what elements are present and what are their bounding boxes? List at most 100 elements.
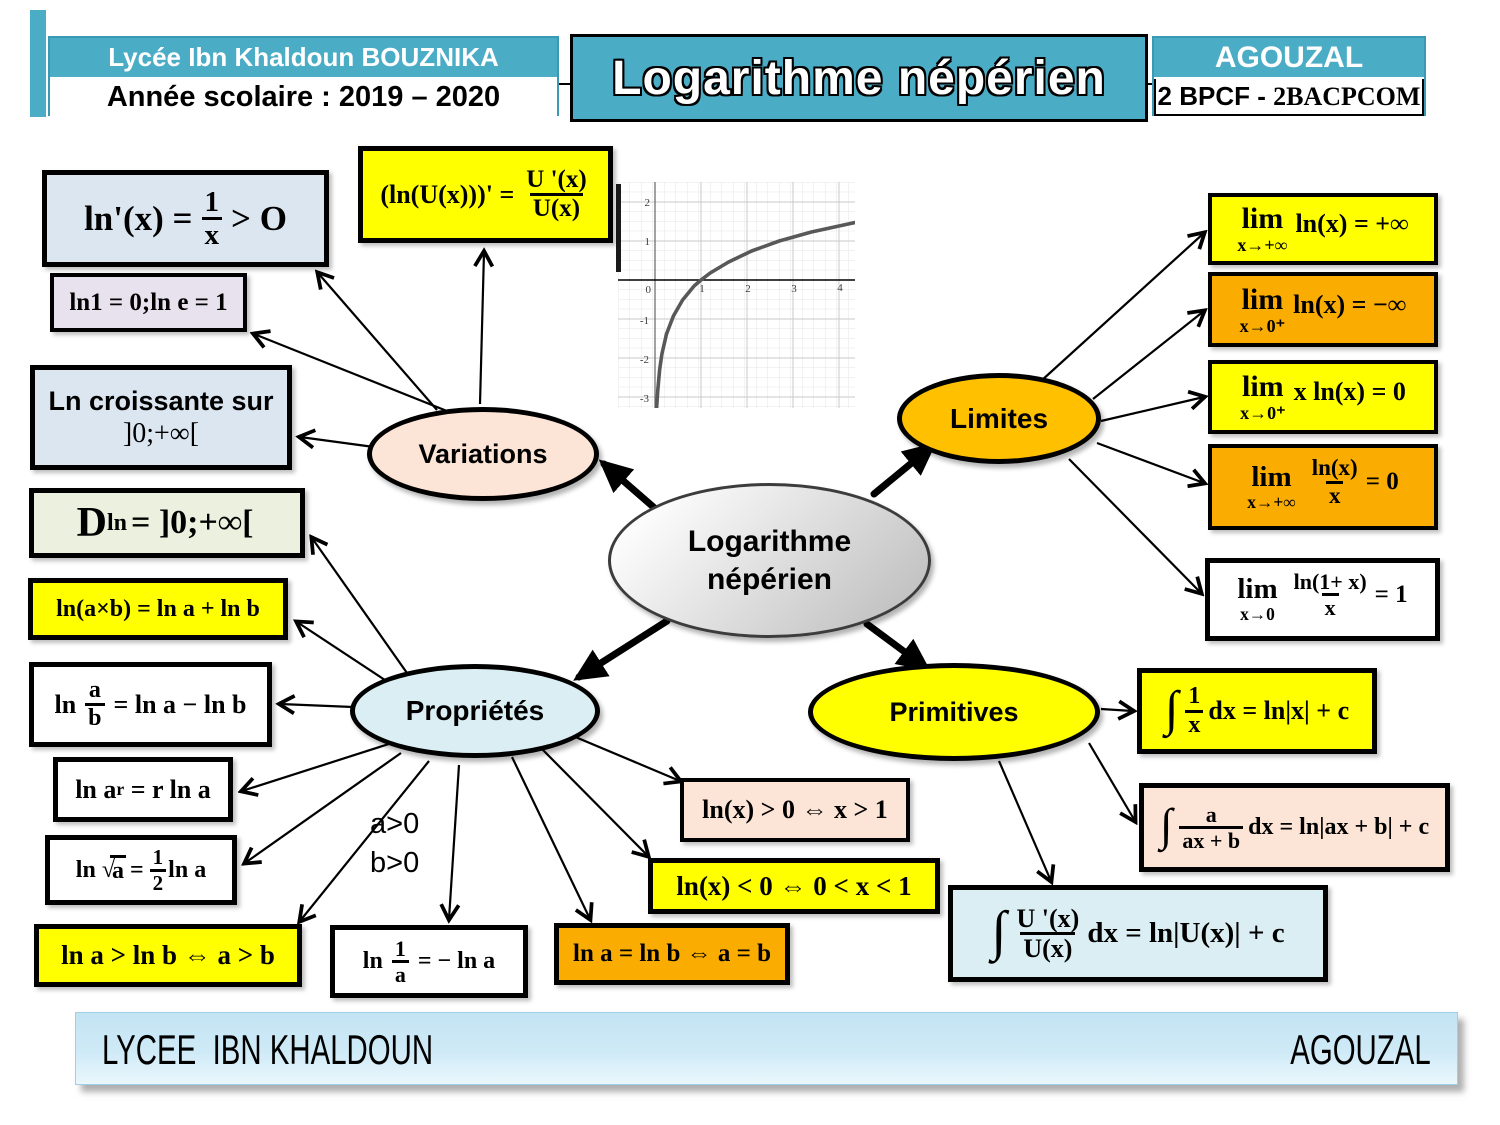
formula-part: dx = ln|ax + b| + c: [1248, 814, 1430, 840]
formula-part: ln(x) = +∞: [1295, 209, 1409, 238]
fraction-denominator: b: [85, 703, 105, 731]
x-tick-label: 2: [745, 283, 751, 295]
graph-major-grid: [618, 182, 855, 408]
footer-bar: LYCEE IBN KHALDOUN AGOUZAL: [75, 1012, 1458, 1085]
fraction-numerator: 1: [394, 935, 406, 961]
formula-part: =: [129, 856, 144, 883]
header-school-block: Lycée Ibn Khaldoun BOUZNIKA Année scolai…: [48, 36, 559, 116]
header-school-band: Lycée Ibn Khaldoun BOUZNIKA: [50, 38, 557, 79]
formula-part: = 1: [1374, 580, 1408, 608]
fraction-denominator: U(x): [1020, 932, 1076, 962]
box-limit-plus-infinity: lim x→+∞ ln(x) = +∞: [1208, 193, 1438, 265]
y-tick-label: 2: [645, 197, 651, 209]
fraction: 1 x: [201, 185, 222, 251]
y-tick-label: -2: [640, 354, 649, 366]
graph-minor-grid: [618, 182, 855, 408]
formula-part: ln'(x) =: [84, 198, 193, 238]
condition-a: a>0: [370, 808, 420, 840]
radicand: a: [109, 855, 126, 885]
formula-part: ln: [362, 948, 383, 974]
lim-subscript: x→0⁺: [1240, 403, 1286, 423]
box-derivative: ln'(x) = 1 x > O: [42, 170, 329, 267]
conditions-note: a>0 b>0: [370, 805, 419, 883]
fraction-numerator: U '(x): [1016, 903, 1080, 933]
page-title-box: Logarithme népérien: [570, 34, 1148, 122]
fraction-numerator: a: [88, 676, 101, 703]
node-primitives: Primitives: [808, 663, 1100, 761]
formula-part: ln √: [75, 856, 115, 883]
lim-word: lim: [1241, 202, 1284, 235]
fraction-denominator: x: [1321, 593, 1339, 619]
header-year-band: Année scolaire : 2019 – 2020: [50, 79, 557, 116]
fraction: 1 x: [1185, 684, 1204, 738]
box-sqrt-rule: ln √a = 1 2 ln a: [45, 835, 237, 905]
formula-part: D: [76, 500, 107, 546]
integral-sign: ∫: [1159, 799, 1173, 851]
formula-part: (ln(U(x)))' =: [380, 179, 515, 209]
integral-sign: ∫: [1164, 681, 1179, 736]
formula-part: dx = ln|x| + c: [1208, 696, 1350, 725]
node-limites: Limites: [897, 373, 1101, 464]
y-tick-label: -1: [640, 315, 649, 327]
class-name-sans: 2 BPCF -: [1157, 81, 1274, 111]
integral-sign: ∫: [991, 900, 1007, 962]
header-class-band: 2 BPCF - 2BACPCOM: [1154, 79, 1424, 116]
box-inverse-rule: ln 1 a = − ln a: [330, 925, 528, 998]
croissante-text: Ln croissante sur: [48, 385, 274, 416]
formula-part: ln a: [168, 856, 207, 883]
formula-part: ln(x) = −∞: [1293, 289, 1407, 319]
node-proprietes: Propriétés: [350, 664, 600, 758]
node-central: Logarithme népérien: [608, 483, 931, 638]
box-order-rule: ln a > ln b ⇔ a > b: [34, 924, 302, 987]
footer-teacher: AGOUZAL: [1290, 1026, 1431, 1073]
ln-curve: [654, 220, 855, 408]
node-variations: Variations: [367, 407, 599, 501]
formula-subscript: ln: [106, 509, 127, 536]
box-primitive-affine: ∫ a ax + b dx = ln|ax + b| + c: [1139, 783, 1450, 872]
fraction: a ax + b: [1179, 803, 1244, 852]
box-limit-lnx-over-x: lim x→+∞ ln(x) x = 0: [1208, 444, 1438, 530]
box-equality-rule: ln a = ln b ⇔ a = b: [554, 923, 790, 985]
condition-b: b>0: [370, 847, 420, 880]
formula-part: = r ln a: [124, 774, 211, 804]
x-tick-label: 4: [837, 282, 843, 294]
ln-curve-graph: 2 1 0 -1 -2 -3 1 2 3 4: [618, 182, 855, 408]
x-tick-label: 1: [699, 283, 705, 295]
node-label: Limites: [949, 402, 1049, 434]
croissante-interval: ]0;+∞[: [122, 417, 200, 449]
y-tick-label: 1: [645, 236, 651, 248]
lim-subscript: x→+∞: [1237, 235, 1288, 255]
limit-operator: lim x→0⁺: [1240, 372, 1286, 423]
lim-subscript: x→0: [1240, 604, 1275, 625]
box-product-rule: ln(a×b) = ln a + ln b: [28, 578, 288, 640]
fraction-denominator: x: [1185, 709, 1204, 738]
formula-part: ln(a×b) = ln a + ln b: [56, 595, 260, 622]
formula-part: x ln(x) = 0: [1293, 377, 1406, 406]
lim-word: lim: [1237, 573, 1278, 606]
teacher-name: AGOUZAL: [1214, 40, 1364, 74]
box-primitive-one-over-x: ∫ 1 x dx = ln|x| + c: [1137, 668, 1377, 754]
formula-part: ln(x) > 0 ⇔ x > 1: [702, 795, 888, 824]
box-croissante: Ln croissante sur ]0;+∞[: [30, 365, 292, 470]
formula-part: ln a: [75, 774, 117, 804]
fraction: U '(x) U(x): [523, 166, 589, 223]
box-quotient-rule: ln a b = ln a − ln b: [29, 662, 272, 747]
fraction-numerator: ln(1+ x): [1293, 568, 1367, 594]
formula-superscript: r: [116, 779, 125, 799]
box-limit-zero-plus: lim x→0⁺ ln(x) = −∞: [1208, 272, 1438, 347]
box-ln-values: ln1 = 0;ln e = 1: [50, 273, 247, 332]
page-title: Logarithme népérien: [612, 51, 1106, 105]
fraction: ln(1+ x) x: [1291, 570, 1370, 619]
fraction-denominator: x: [1325, 480, 1344, 508]
formula-part: = − ln a: [417, 948, 496, 974]
box-primitive-uprime-over-u: ∫ U '(x) U(x) dx = ln|U(x)| + c: [948, 885, 1328, 982]
fraction-numerator: 1: [204, 185, 220, 218]
fraction: a b: [85, 676, 105, 731]
fraction: 1 a: [391, 935, 409, 986]
fraction: 1 2: [149, 846, 167, 894]
fraction-denominator: ax + b: [1179, 826, 1244, 852]
y-tick-label: 0: [646, 284, 652, 296]
